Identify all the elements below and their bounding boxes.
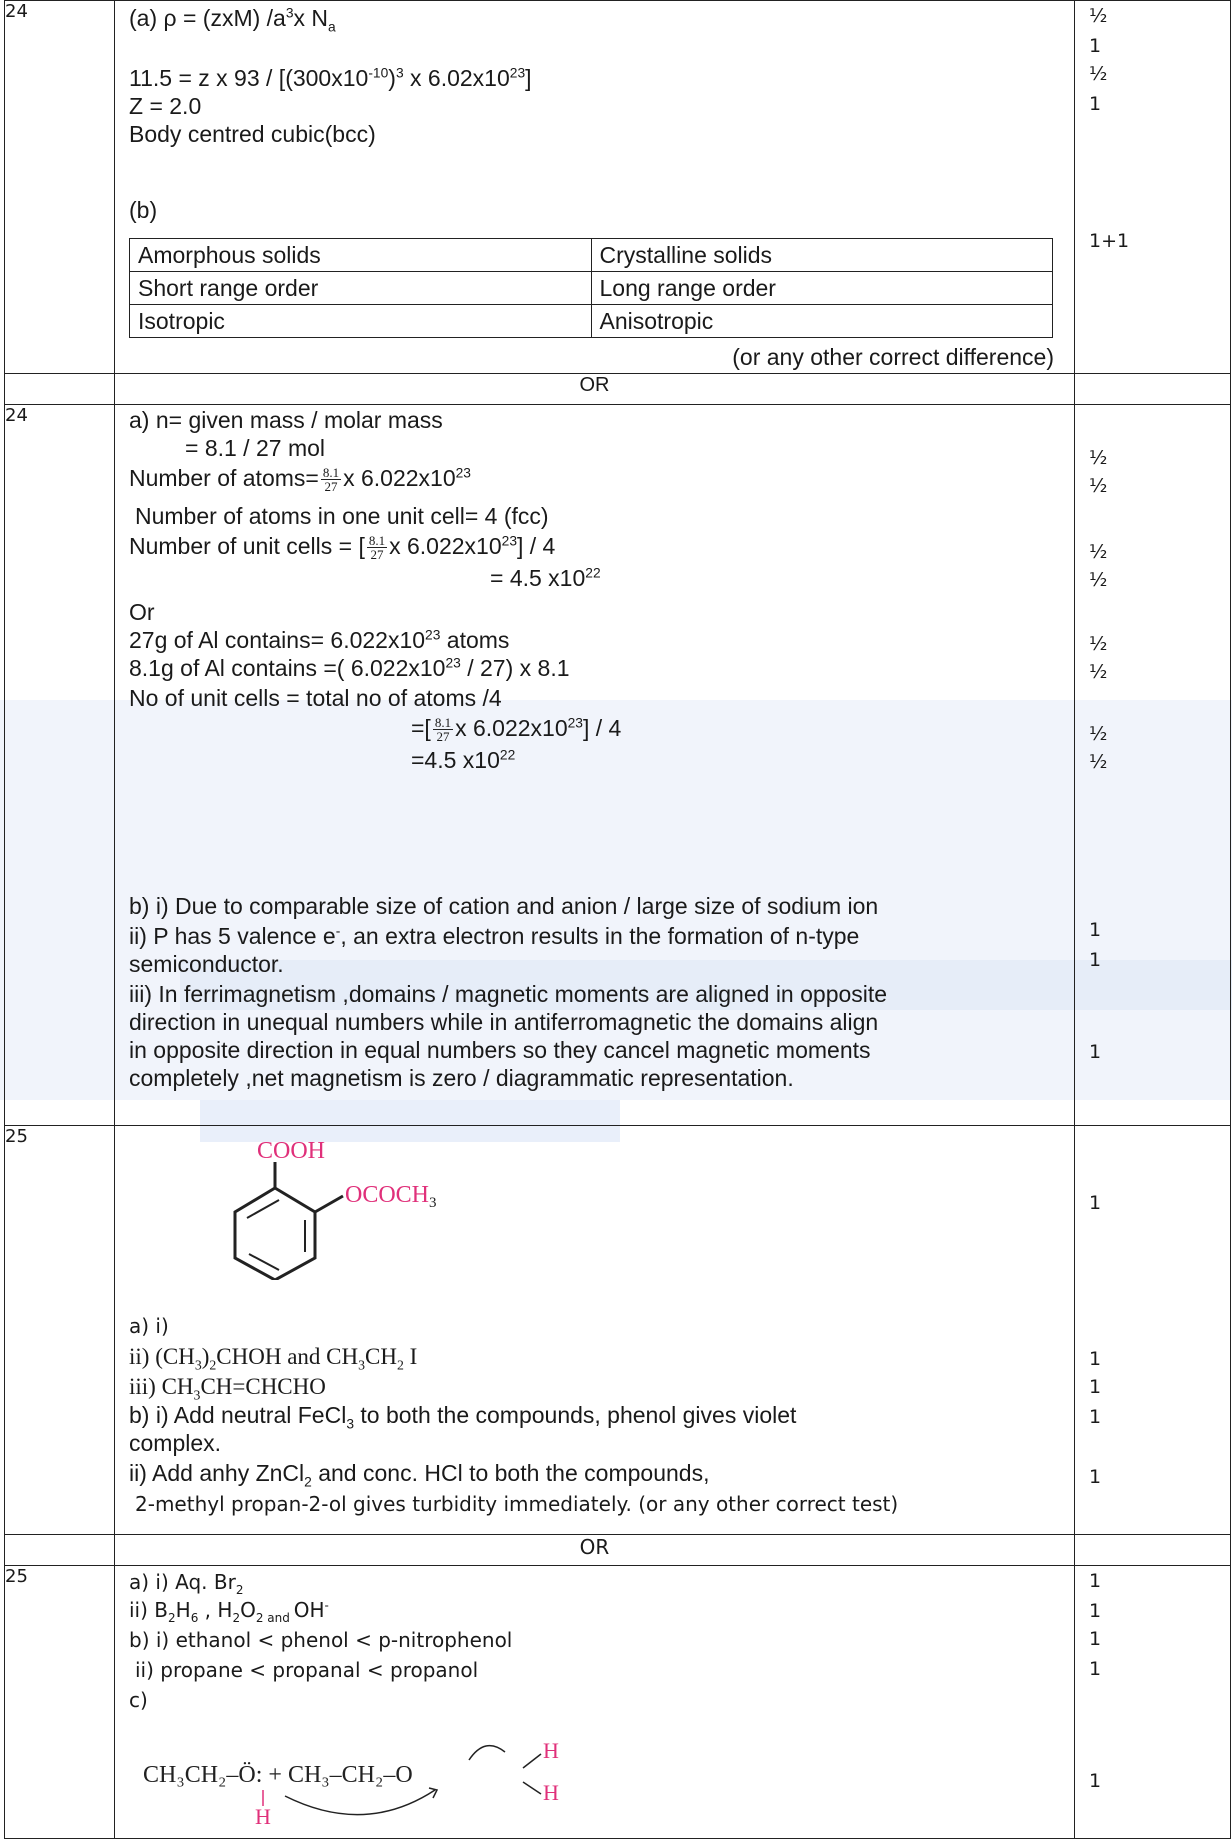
aspirin-structure: COOH OCOCH3 — [233, 1138, 437, 1280]
row-q25-first: 25 COOH OCOCH3 a) i) ii) (CH3)2CHOH and … — [4, 1125, 1231, 1535]
question-number: 25 — [4, 1565, 115, 1839]
marks-cell: 1 1 1 1 1 — [1074, 1565, 1231, 1839]
answer-cell: a) i) Aq. Br2 ii) B2H6 , H2O2 and OH- b)… — [114, 1565, 1075, 1839]
density-formula: (a) ρ = (zxM) /a3x Na — [129, 5, 336, 35]
row-q24-first: 24 (a) ρ = (zxM) /a3x Na 11.5 = z x 93 /… — [4, 0, 1231, 374]
mechanism-text: CH₃CH₂–Ö: + CH₃–CH₂–O — [143, 1762, 413, 1788]
marks-cell: ½ ½ ½ ½ ½ ½ ½ ½ 1 1 1 — [1074, 404, 1231, 1126]
ococh3-label: OCOCH3 — [345, 1182, 437, 1211]
lattice-type: Body centred cubic(bcc) — [129, 121, 376, 147]
or-label: OR — [114, 373, 1075, 405]
question-number: 24 — [4, 404, 115, 1126]
part-b-label: (b) — [129, 197, 158, 223]
svg-text:H: H — [543, 1780, 559, 1805]
answer-cell: a) n= given mass / molar mass = 8.1 / 27… — [114, 404, 1075, 1126]
or-row: OR — [4, 373, 1231, 405]
row-q24-or: 24 a) n= given mass / molar mass = 8.1 /… — [4, 404, 1231, 1126]
answer-table: 24 (a) ρ = (zxM) /a3x Na 11.5 = z x 93 /… — [4, 0, 1231, 1839]
or-label: OR — [114, 1534, 1075, 1566]
answer-cell: COOH OCOCH3 a) i) ii) (CH3)2CHOH and CH3… — [114, 1125, 1075, 1535]
table-note: (or any other correct difference) — [732, 344, 1054, 370]
cooh-label: COOH — [257, 1138, 325, 1164]
question-number: 24 — [4, 0, 115, 374]
row-q25-or: 25 a) i) Aq. Br2 ii) B2H6 , H2O2 and OH-… — [4, 1565, 1231, 1839]
density-substitution: 11.5 = z x 93 / [(300x10-10)3 x 6.02x102… — [129, 65, 532, 91]
or-row: OR — [4, 1534, 1231, 1566]
marks-cell: 1 1 1 1 1 — [1074, 1125, 1231, 1535]
marks-cell: ½ 1 ½ 1 1+1 — [1074, 0, 1231, 374]
reaction-mechanism: CH₃CH₂–Ö: + CH₃–CH₂–O H H H — [143, 1738, 559, 1829]
question-number: 25 — [4, 1125, 115, 1535]
svg-text:H: H — [255, 1804, 271, 1829]
z-value: Z = 2.0 — [129, 93, 202, 119]
answer-cell: (a) ρ = (zxM) /a3x Na 11.5 = z x 93 / [(… — [114, 0, 1075, 374]
svg-text:H: H — [543, 1738, 559, 1763]
